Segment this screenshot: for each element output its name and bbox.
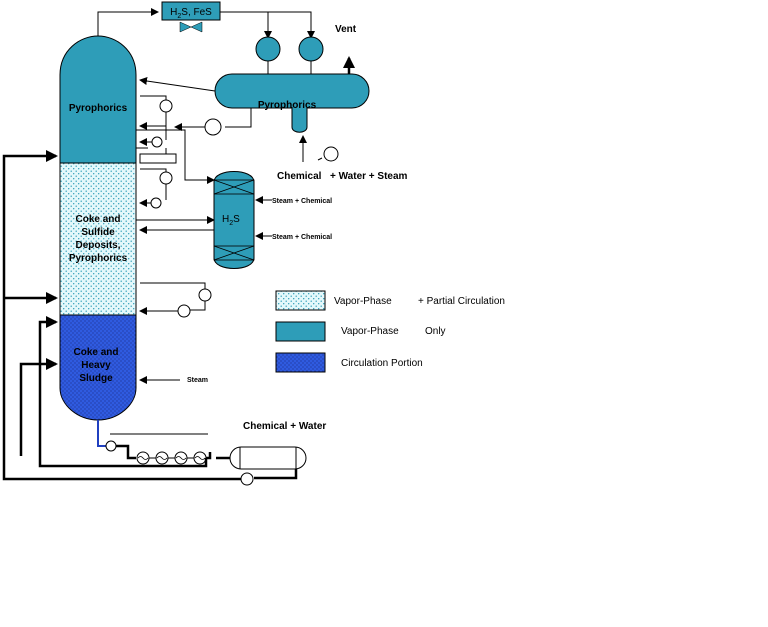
legend-swatch-vapor-partial xyxy=(275,290,326,311)
h2s-vessel-label-h: H xyxy=(222,214,229,225)
middle-side-pump xyxy=(150,197,162,209)
legend-swatch-circulation xyxy=(275,352,326,373)
top-box-label-rest: S, FeS xyxy=(181,7,212,18)
vessel-packing xyxy=(213,179,255,261)
drum-boot xyxy=(291,107,308,133)
top-drum-right xyxy=(298,36,324,62)
lower-side-pump xyxy=(177,304,191,318)
legend-swatch-vapor-only xyxy=(275,321,326,342)
h2s-vessel-label-s: S xyxy=(233,214,240,225)
steam-chemical-label-2: Steam + Chemical xyxy=(272,234,332,241)
column-top-section xyxy=(59,35,137,164)
top-box-label: H2S, FeS xyxy=(170,7,212,20)
boot-pump xyxy=(323,146,339,162)
main-column xyxy=(59,35,137,421)
legend-label-vapor-only: Vapor-Phase xyxy=(341,326,399,337)
tray-plate xyxy=(139,153,177,164)
column-bottom-line2: Heavy xyxy=(81,360,111,371)
legend-label-circulation: Circulation Portion xyxy=(341,358,423,369)
column-bottom-section xyxy=(59,314,137,421)
bottom-pump xyxy=(105,440,117,452)
column-middle-section xyxy=(59,162,137,316)
top-box-label-h: H xyxy=(170,7,177,18)
steam-chemical-label-1: Steam + Chemical xyxy=(272,198,332,205)
h2s-vessel-label: H2S xyxy=(222,214,240,227)
column-mid-line1: Coke and xyxy=(75,214,120,225)
legend-label-vapor-partial: Vapor-Phase xyxy=(334,296,392,307)
legend: Vapor-Phase + Partial Circulation Vapor-… xyxy=(275,290,505,373)
column-mid-line4: Pyrophorics xyxy=(69,253,128,264)
chemical-water-tank xyxy=(229,446,307,470)
column-mid-line2: Sulfide xyxy=(81,227,115,238)
heat-exchangers xyxy=(116,444,212,465)
fan-icon xyxy=(179,21,203,33)
drum-label: Pyrophorics xyxy=(258,100,317,111)
legend-suffix-vapor-partial: + Partial Circulation xyxy=(418,296,505,307)
column-mid-label: Coke and Sulfide Deposits, Pyrophorics xyxy=(69,214,128,264)
lower-drum-small xyxy=(198,288,212,302)
h2s-vessel-label-sub: 2 xyxy=(229,220,233,227)
vent-label: Vent xyxy=(335,24,357,35)
top-box xyxy=(161,1,221,21)
legend-suffix-vapor-only: Only xyxy=(425,326,446,337)
column-top-label: Pyrophorics xyxy=(69,103,128,114)
top-box-label-sub: 2 xyxy=(177,13,181,20)
drum-pump xyxy=(204,118,222,136)
top-drum-left xyxy=(255,36,281,62)
tank-pump xyxy=(240,472,254,486)
chemical-water-label: Chemical + Water xyxy=(243,421,326,432)
chem-water-steam-label-2: + Water + Steam xyxy=(330,171,408,182)
column-bottom-line3: Sludge xyxy=(79,373,113,384)
column-bottom-label: Coke and Heavy Sludge xyxy=(73,347,118,384)
middle-drum-small xyxy=(159,171,173,185)
column-mid-line3: Deposits, xyxy=(75,240,120,251)
column-bottom-line1: Coke and xyxy=(73,347,118,358)
steam-label: Steam xyxy=(187,377,208,384)
upper-drum-small xyxy=(159,99,173,113)
upper-side-pump xyxy=(151,136,163,148)
chem-water-steam-label-1: Chemical xyxy=(277,171,322,182)
